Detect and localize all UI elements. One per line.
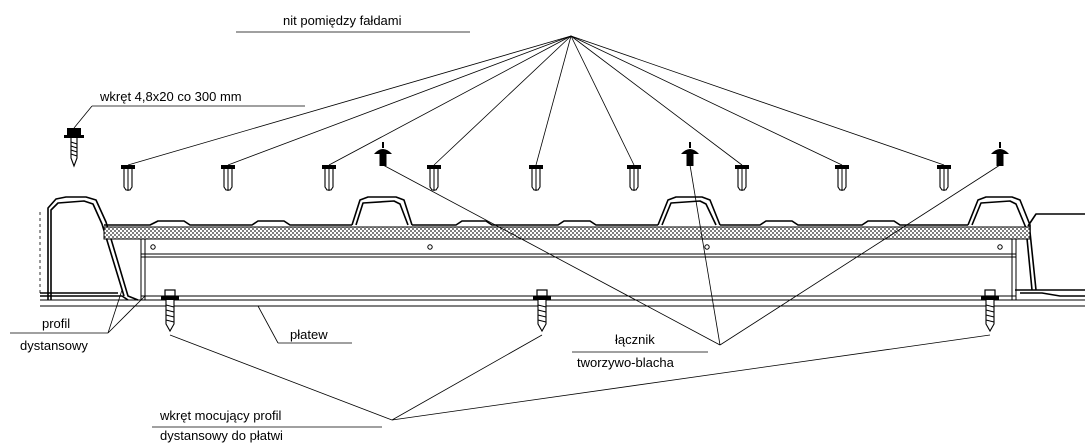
hex-bolt-icon [980, 289, 1000, 332]
spacer-label-line1: profil [42, 316, 70, 331]
hex-bolt-icon [532, 289, 552, 332]
rivet-label: nit pomiędzy fałdami [283, 13, 402, 28]
spacer-profile [140, 239, 1017, 300]
self-drilling-screw-icon [64, 128, 84, 168]
plastic-connector-icon [373, 141, 393, 167]
fixing-screw-label-line2: dystansowy do płatwi [160, 428, 283, 443]
purlin-label: płatew [290, 327, 328, 342]
connector-label-line1: łącznik [615, 332, 655, 347]
leader-lines [10, 31, 1001, 428]
plastic-connector-icon [990, 141, 1010, 167]
blind-rivet-icon [734, 164, 750, 192]
blind-rivet-icon [321, 164, 337, 192]
blind-rivet-icon [426, 164, 442, 192]
blind-rivet-icon [834, 164, 850, 192]
blind-rivet-icon [220, 164, 236, 192]
insulation-layer [103, 226, 1031, 240]
blind-rivet-icon [626, 164, 642, 192]
fixing-screw-label-line1: wkręt mocujący profil [159, 408, 281, 423]
blind-rivet-icon [120, 164, 136, 192]
blind-rivet-icon [528, 164, 544, 192]
plastic-connector-icon [680, 141, 700, 167]
rivet-icons [120, 164, 952, 192]
connector-icons [373, 141, 1010, 167]
purlin [40, 299, 1085, 307]
hex-bolt-icon [160, 289, 180, 332]
connector-label-line2: tworzywo-blacha [577, 355, 675, 370]
blind-rivet-icon [936, 164, 952, 192]
existing-trapezoidal-sheet [39, 212, 1085, 301]
screw-label: wkręt 4,8x20 co 300 mm [99, 89, 242, 104]
top-profiled-sheet [47, 196, 1085, 301]
spacer-label-line2: dystansowy [20, 338, 88, 353]
